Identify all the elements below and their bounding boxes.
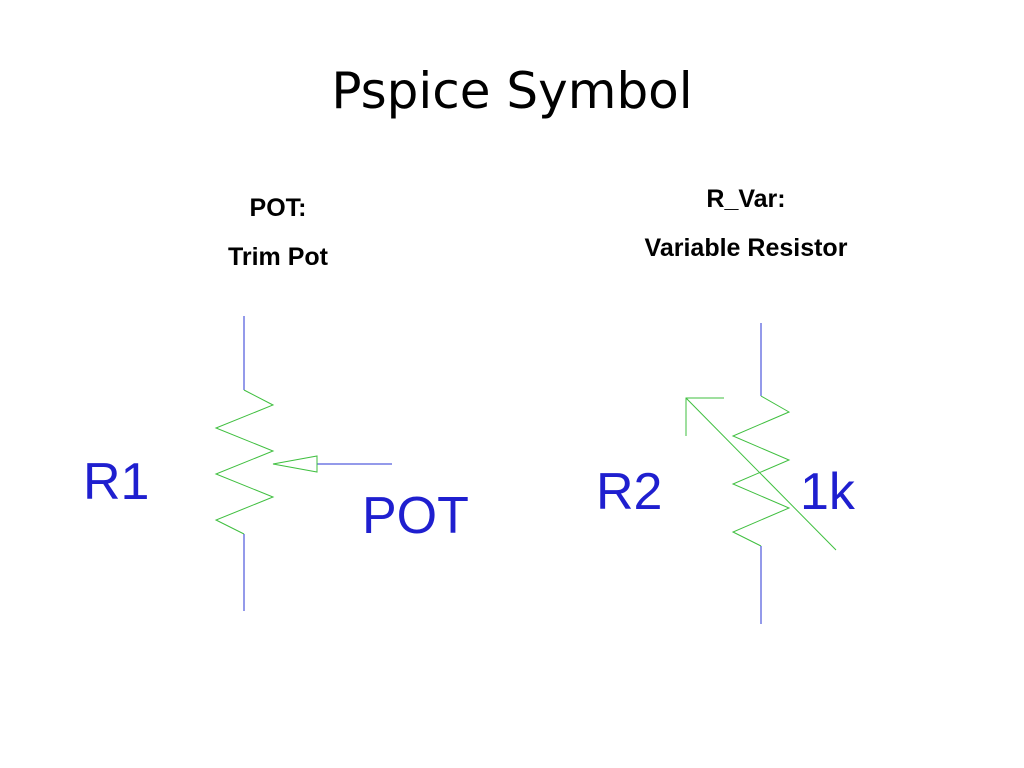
- pot-subheading: Trim Pot: [227, 243, 328, 271]
- slide-title: Pspice Symbol: [331, 62, 693, 120]
- rvar-resistor-zigzag: [731, 395, 791, 547]
- pot-heading: POT:: [249, 194, 307, 222]
- pot-wiper-arrow: [272, 455, 318, 473]
- rvar-subheading: Variable Resistor: [644, 234, 848, 262]
- pot-part-label: POT: [362, 487, 469, 545]
- rvar-variable-arrow: [685, 397, 837, 551]
- rvar-ref-label: R2: [596, 463, 663, 521]
- pot-ref-label: R1: [83, 453, 150, 511]
- rvar-arrow-head: [685, 397, 724, 436]
- rvar-heading: R_Var:: [706, 185, 786, 213]
- rvar-symbol: [685, 323, 837, 624]
- pot-symbol: [214, 316, 392, 611]
- pot-resistor-zigzag: [214, 389, 275, 535]
- rvar-value-label: 1k: [800, 463, 855, 521]
